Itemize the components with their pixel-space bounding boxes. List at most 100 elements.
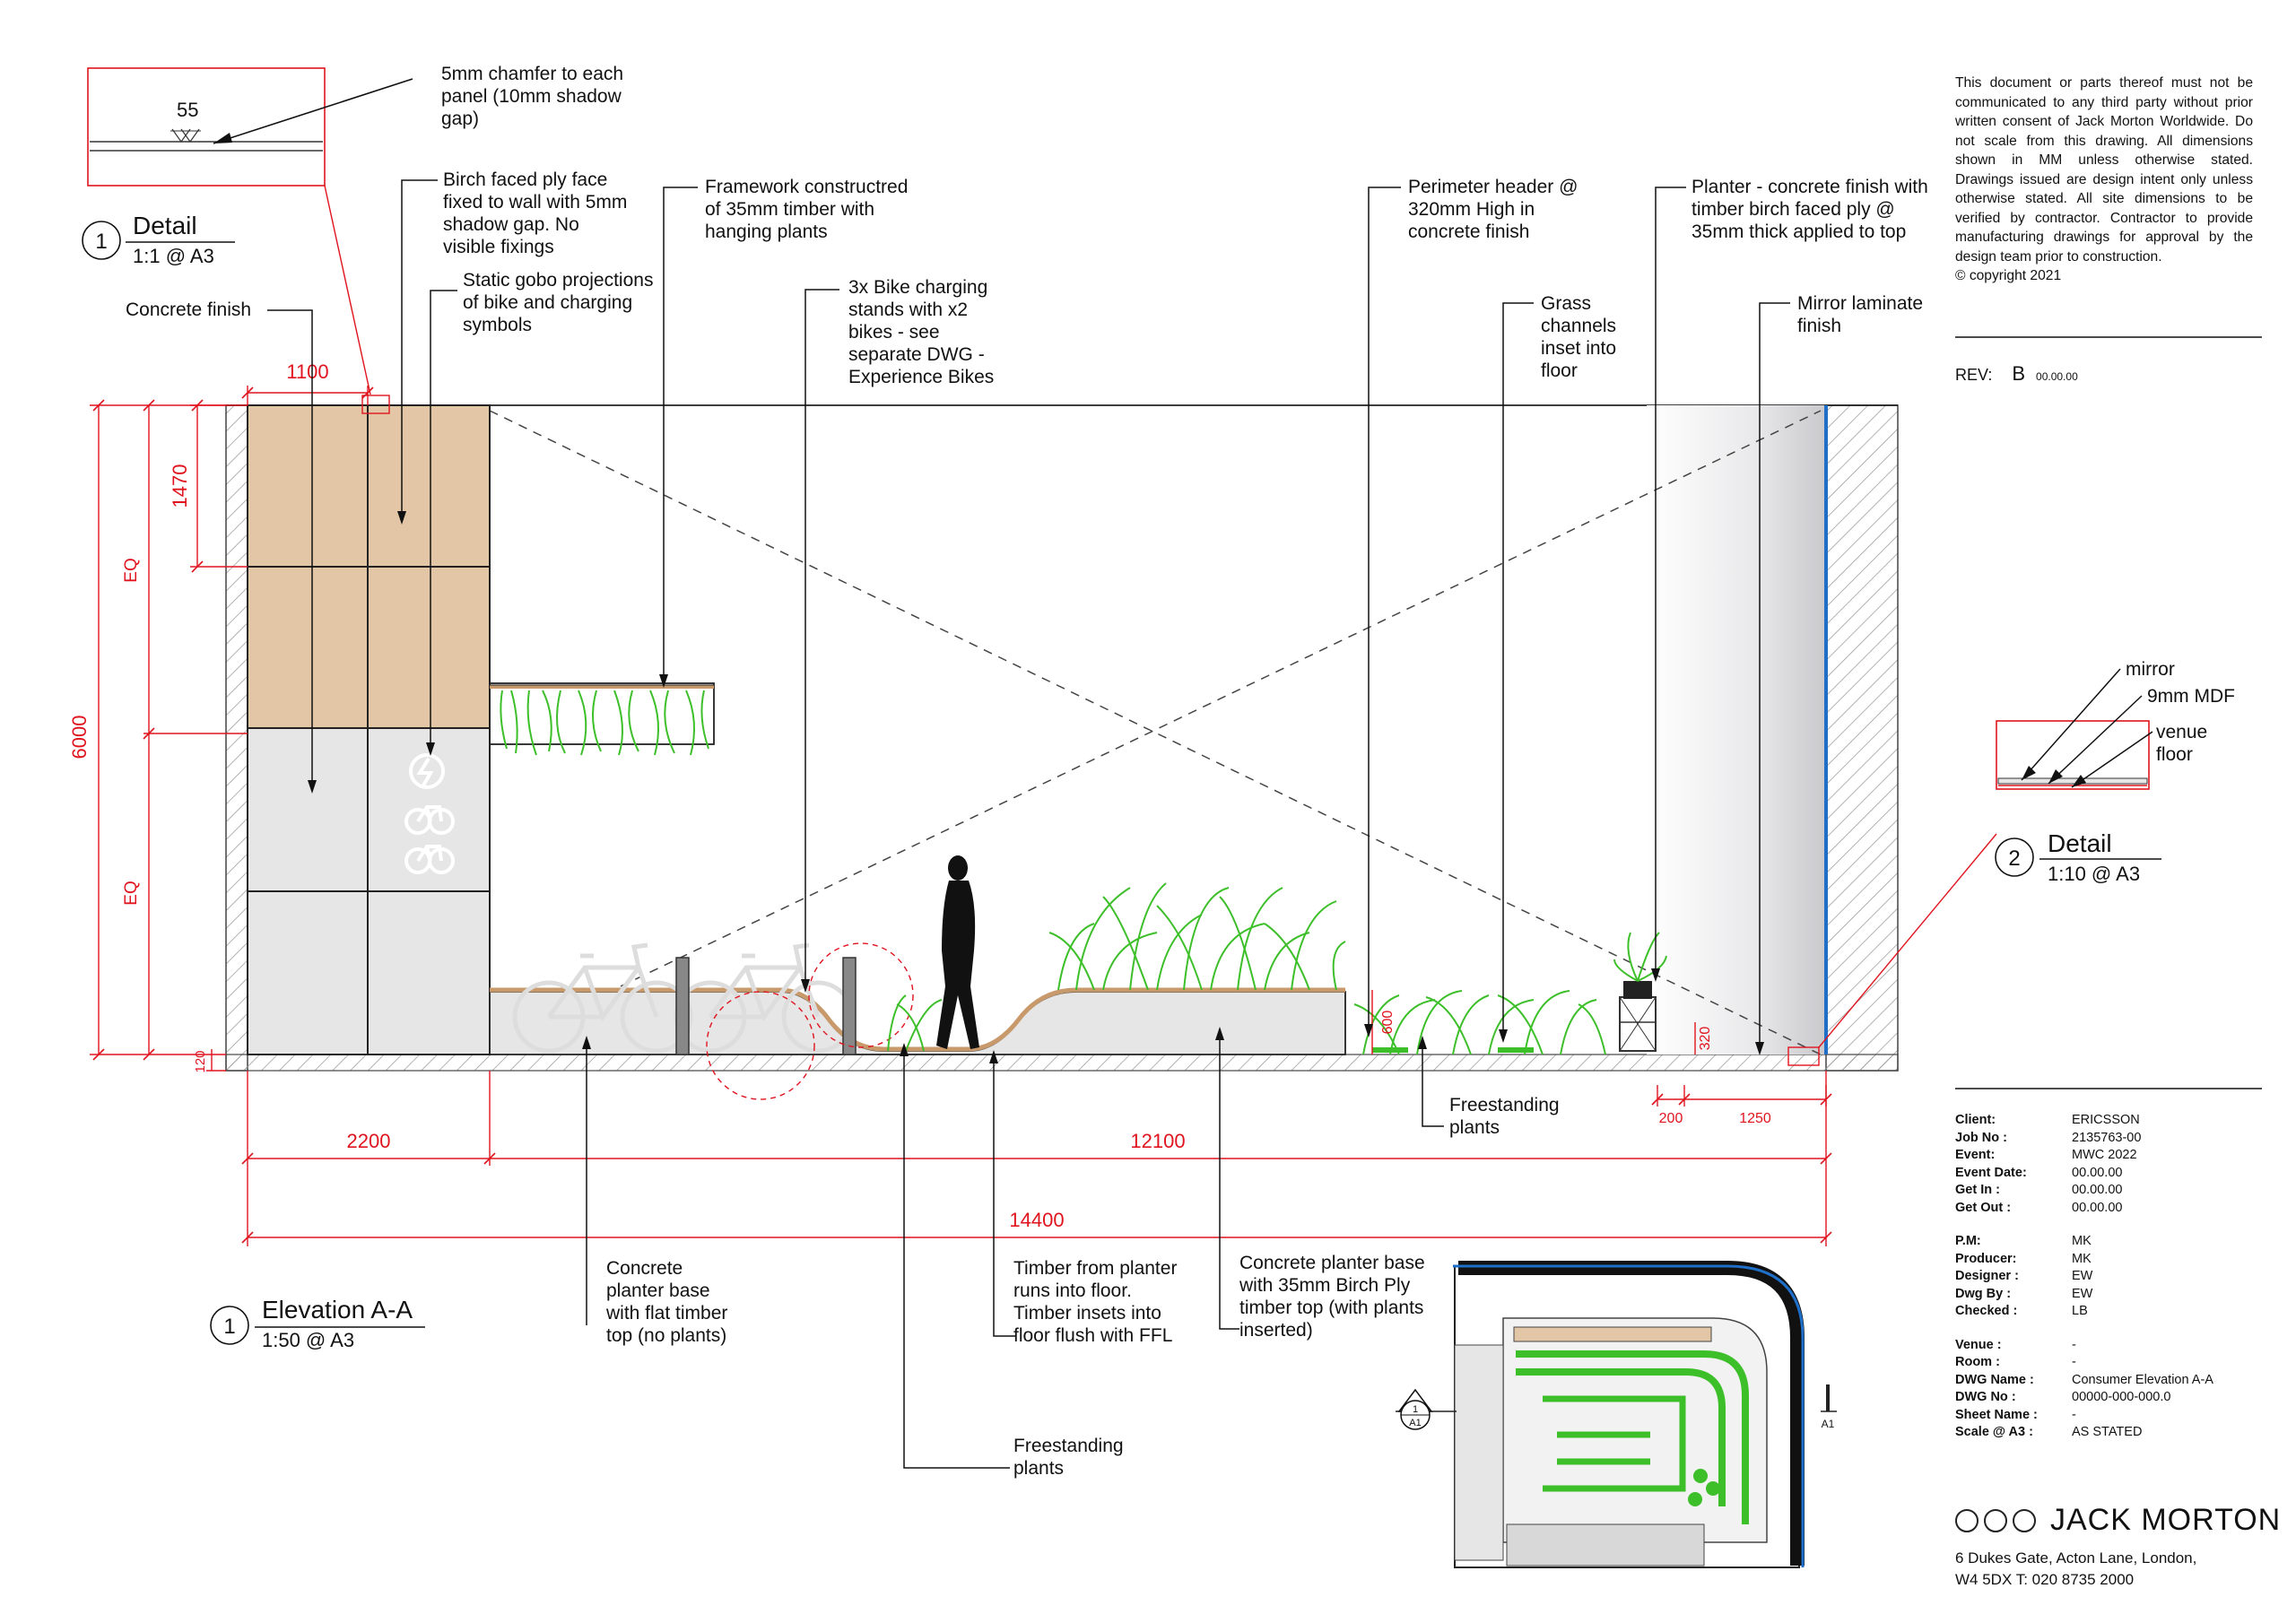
dim-1470: 1470	[169, 464, 191, 508]
title-block-row: Client:ERICSSON	[1955, 1112, 2260, 1130]
note-leaders	[267, 179, 1790, 1469]
note-mirror: mirror	[2126, 659, 2175, 680]
title-block-row: Sheet Name : -	[1955, 1407, 2260, 1425]
dimension-ticks	[92, 386, 1832, 1244]
title-block-row: Producer:MK	[1955, 1251, 2260, 1269]
title-block-key: Designer :	[1955, 1269, 2019, 1283]
gobo-symbols	[404, 753, 455, 874]
dashed-diagonals	[489, 410, 1822, 1055]
title-block-value: -	[2072, 1355, 2076, 1369]
dim-600: 600	[1380, 1011, 1396, 1035]
dim-2200: 2200	[347, 1130, 391, 1152]
company-logo: JACK MORTON	[1955, 1503, 2281, 1538]
title-block-value: LB	[2072, 1304, 2088, 1318]
dim-eq-upper: EQ	[122, 558, 141, 582]
detail-2-box	[1996, 668, 2153, 790]
title-block-gap	[1955, 1321, 2260, 1337]
detail-2-heading: Detail	[2048, 829, 2112, 857]
dim-200: 200	[1659, 1111, 1683, 1126]
title-block-row: Get Out :00.00.00	[1955, 1200, 2260, 1218]
human-figure	[936, 855, 979, 1049]
title-block-value: -	[2072, 1407, 2076, 1422]
title-block-value: MK	[2072, 1251, 2092, 1266]
detail-2-scale: 1:10 @ A3	[2048, 863, 2140, 885]
title-block-gap	[1955, 1217, 2260, 1233]
detail-1-box: 55	[87, 67, 413, 187]
dim-320: 320	[1698, 1027, 1713, 1051]
section-arrow-ref: A1	[1822, 1418, 1835, 1430]
grass-channels	[1353, 990, 1606, 1055]
title-block-row: Designer : EW	[1955, 1268, 2260, 1286]
title-block-key: Dwg By :	[1955, 1286, 2012, 1301]
dimension-labels: 1100 1470 EQ EQ 6000 120 2200 12100 1440…	[68, 360, 1771, 1231]
title-block-row: Room :-	[1955, 1354, 2260, 1372]
detail-1-scale: 1:1 @ A3	[133, 245, 214, 267]
title-block-value: EW	[2072, 1269, 2093, 1283]
detail-2-callout	[1787, 1046, 1820, 1066]
detail-1-callout	[361, 395, 390, 414]
detail-2-number: 2	[2008, 846, 2020, 871]
title-block-row: Job No :2135763-00	[1955, 1130, 2260, 1148]
title-block-key: Get In :	[1955, 1183, 2000, 1197]
elevation-number: 1	[223, 1315, 235, 1339]
title-block-value: -	[2072, 1337, 2076, 1352]
mirror-panel	[1647, 405, 1828, 1055]
note-arrowheads	[308, 511, 1764, 1063]
title-block-row: DWG No :00000-000-000.0	[1955, 1389, 2260, 1407]
title-block-key: Get Out :	[1955, 1200, 2012, 1215]
title-block-value: ERICSSON	[2072, 1113, 2140, 1127]
title-block-key: DWG No :	[1955, 1390, 2016, 1404]
hanging-planter-frame	[489, 682, 715, 756]
title-block-value: EW	[2072, 1286, 2093, 1301]
title-block-key: P.M:	[1955, 1234, 1981, 1248]
planter-plants	[887, 882, 1346, 1052]
logo-icon	[1955, 1508, 2036, 1532]
title-block-value: MK	[2072, 1234, 2092, 1248]
title-block-row: Event:MWC 2022	[1955, 1147, 2260, 1165]
plan-view	[1396, 1261, 1837, 1568]
title-block-row: Scale @ A3 :AS STATED	[1955, 1424, 2260, 1442]
title-block-value: 2135763-00	[2072, 1130, 2142, 1145]
title-block-row: Dwg By : EW	[1955, 1286, 2260, 1304]
note-concrete-finish: Concrete finish	[126, 299, 252, 320]
section-marker: 1 A1 A1	[1397, 1388, 1835, 1430]
section-marker-sheet: 1	[1413, 1404, 1418, 1415]
section-marker-ref: A1	[1409, 1418, 1421, 1428]
title-block-key: DWG Name :	[1955, 1372, 2034, 1387]
dim-12100: 12100	[1130, 1130, 1185, 1152]
dimension-lines	[90, 386, 1827, 1246]
detail-2-leader	[1818, 833, 1997, 1048]
company-address: 6 Dukes Gate, Acton Lane, London, W4 5DX…	[1955, 1549, 2197, 1588]
title-block-value: 00.00.00	[2072, 1165, 2123, 1180]
wall-panels	[247, 404, 491, 1055]
title-block-lines	[1955, 336, 2262, 1089]
elevation-heading: Elevation A-A	[262, 1296, 413, 1324]
detail-1-heading: Detail	[133, 212, 197, 239]
title-block-row: Get In :00.00.00	[1955, 1182, 2260, 1200]
title-block-key: Checked :	[1955, 1304, 2018, 1318]
title-block-key: Sheet Name :	[1955, 1407, 2038, 1422]
elevation-title: 1 Elevation A-A 1:50 @ A3	[210, 1296, 425, 1351]
title-block-key: Event Date:	[1955, 1165, 2027, 1180]
title-block-row: Venue :-	[1955, 1337, 2260, 1355]
dim-1250: 1250	[1739, 1111, 1771, 1126]
title-block-row: Checked : LB	[1955, 1303, 2260, 1321]
detail-1-number: 1	[95, 230, 107, 254]
elevation-scale: 1:50 @ A3	[262, 1329, 354, 1351]
